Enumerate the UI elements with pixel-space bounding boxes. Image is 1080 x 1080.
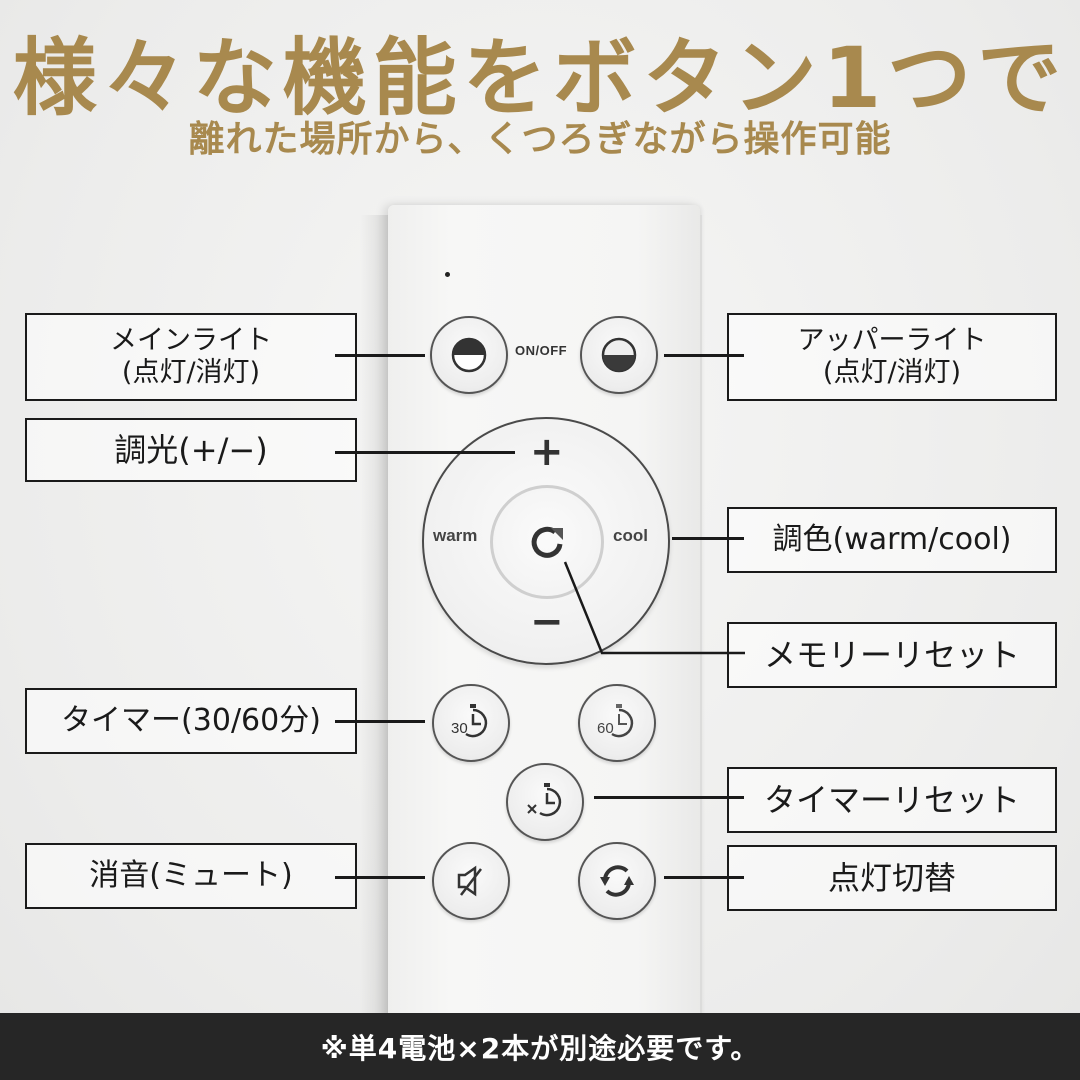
timer-reset-button[interactable] [506, 763, 584, 841]
leader-line-timer-reset [594, 796, 744, 799]
timer-60-button[interactable]: 60 [578, 684, 656, 762]
stopwatch-60-icon: 60 [597, 704, 634, 738]
warm-button[interactable]: warm [433, 526, 478, 545]
lighting-switch-button[interactable] [578, 842, 656, 920]
main-light-button[interactable] [430, 316, 508, 394]
callout-timer: タイマー(30/60分) [25, 688, 357, 754]
leader-line-upper-light [664, 354, 744, 357]
callout-upper-light: アッパーライト (点灯/消灯) [727, 313, 1057, 401]
callout-mute: 消音(ミュート) [25, 843, 357, 909]
leader-line-memory-reset [563, 561, 745, 655]
page-subtitle: 離れた場所から、くつろぎながら操作可能 [188, 119, 892, 160]
cycle-arrows-icon [600, 865, 634, 897]
ir-led-indicator [445, 272, 450, 277]
callout-color-tone: 調色(warm/cool) [727, 507, 1057, 573]
half-circle-dark-bottom-icon [601, 337, 637, 373]
brightness-up-button[interactable]: + [530, 429, 564, 475]
onoff-label: ON/OFF [515, 343, 568, 358]
svg-text:60: 60 [597, 720, 614, 737]
leader-line-timer [335, 720, 425, 723]
leader-line-main-light [335, 354, 425, 357]
battery-note: ※単4電池×2本が別途必要です。 [320, 1031, 760, 1065]
callout-dimming: 調光(+/−) [25, 418, 357, 482]
upper-light-button[interactable] [580, 316, 658, 394]
timer-30-button[interactable]: 30 [432, 684, 510, 762]
remote-edge [700, 215, 702, 1015]
brightness-down-button[interactable]: − [530, 599, 564, 645]
callout-timer-reset: タイマーリセット [727, 767, 1057, 833]
mute-button[interactable] [432, 842, 510, 920]
refresh-arrow-icon [531, 526, 563, 558]
callout-main-light: メインライト (点灯/消灯) [25, 313, 357, 401]
leader-line-dimming [335, 451, 515, 454]
memory-reset-button[interactable] [490, 485, 604, 599]
leader-line-mute [335, 876, 425, 879]
half-circle-dark-top-icon [451, 337, 487, 373]
speaker-muted-icon [457, 865, 482, 897]
page-title: 様々な機能をボタン1つで [12, 29, 1068, 127]
remote-shadow [360, 215, 390, 1015]
callout-memory-reset: メモリーリセット [727, 622, 1057, 688]
leader-line-color-tone [672, 537, 744, 540]
cool-button[interactable]: cool [613, 526, 648, 545]
stopwatch-30-icon: 30 [451, 704, 488, 738]
callout-lighting-switch: 点灯切替 [727, 845, 1057, 911]
stopwatch-cancel-icon [527, 783, 562, 817]
svg-text:30: 30 [451, 720, 468, 737]
leader-line-lighting-switch [664, 876, 744, 879]
footer-bar: ※単4電池×2本が別途必要です。 [0, 1013, 1080, 1080]
